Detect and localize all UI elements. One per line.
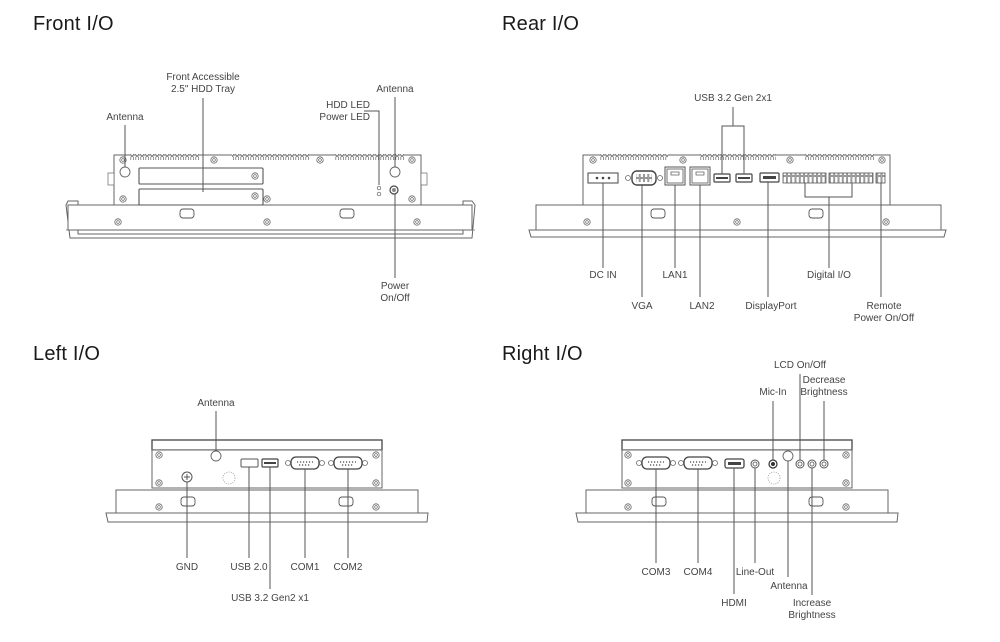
label-right-lineout: Line-Out bbox=[735, 567, 775, 578]
right-leader-lines bbox=[655, 374, 825, 595]
label-front-antenna-right: Antenna bbox=[376, 84, 414, 95]
label-left-usb32: USB 3.2 Gen2 x1 bbox=[231, 593, 309, 604]
label-left-com2: COM2 bbox=[333, 562, 363, 573]
front-device bbox=[65, 154, 476, 239]
rear-device bbox=[528, 154, 947, 238]
label-front-hdd-tray: Front Accessible 2.5" HDD Tray bbox=[166, 72, 240, 95]
label-left-antenna: Antenna bbox=[197, 398, 235, 409]
label-right-com4: COM4 bbox=[683, 567, 713, 578]
rear-leader-lines bbox=[602, 107, 882, 297]
label-rear-displayport: DisplayPort bbox=[745, 301, 797, 312]
label-front-leds: HDD LED Power LED bbox=[319, 100, 370, 123]
label-rear-usb: USB 3.2 Gen 2x1 bbox=[694, 93, 772, 104]
label-right-mic: Mic-In bbox=[759, 387, 787, 398]
label-left-com1: COM1 bbox=[290, 562, 320, 573]
right-io-title: Right I/O bbox=[502, 343, 583, 365]
front-io-title: Front I/O bbox=[33, 13, 114, 35]
rear-io-title: Rear I/O bbox=[502, 13, 580, 35]
label-rear-vga: VGA bbox=[631, 301, 653, 312]
label-right-lcd: LCD On/Off bbox=[773, 360, 827, 371]
label-left-gnd: GND bbox=[175, 562, 199, 573]
label-rear-dc-in: DC IN bbox=[589, 270, 617, 281]
label-right-antenna: Antenna bbox=[770, 581, 808, 592]
label-right-increase: Increase Brightness bbox=[788, 598, 836, 621]
label-right-com3: COM3 bbox=[641, 567, 671, 578]
label-rear-remote-power: Remote Power On/Off bbox=[853, 301, 915, 324]
label-front-power: Power On/Off bbox=[380, 281, 410, 304]
left-leader-lines bbox=[186, 411, 349, 589]
label-right-hdmi: HDMI bbox=[721, 598, 747, 609]
left-device bbox=[105, 439, 429, 523]
label-rear-lan2: LAN2 bbox=[689, 301, 715, 312]
label-front-antenna-left: Antenna bbox=[106, 112, 144, 123]
label-right-decrease: Decrease Brightness bbox=[800, 375, 848, 398]
left-io-title: Left I/O bbox=[33, 343, 101, 365]
label-rear-lan1: LAN1 bbox=[662, 270, 688, 281]
label-rear-digital-io: Digital I/O bbox=[807, 270, 851, 281]
right-device bbox=[575, 439, 899, 523]
label-left-usb20: USB 2.0 bbox=[230, 562, 268, 573]
front-leader-lines bbox=[124, 97, 396, 278]
